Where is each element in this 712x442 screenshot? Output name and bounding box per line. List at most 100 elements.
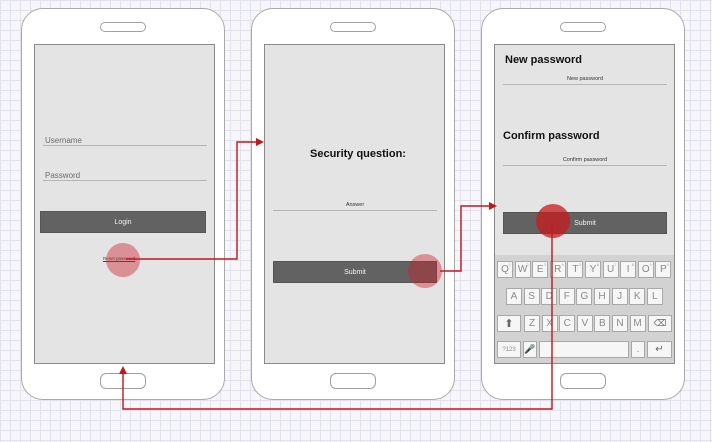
enter-arrow-icon: ↵ [655,344,664,355]
shift-arrow-icon: ⬆ [504,318,514,330]
key-a[interactable]: A [506,288,522,305]
key-sublabel: 9 [649,262,652,267]
home-button[interactable] [330,373,376,389]
key-label: M [633,318,642,329]
home-button[interactable] [100,373,146,389]
key-j[interactable]: J [611,288,628,305]
key-label: K [633,291,641,302]
key-label: N [616,318,624,329]
key-sublabel: 0 [667,262,670,267]
key-label: Z [528,318,536,329]
phone-new-password: New password New password Confirm passwo… [481,8,685,400]
username-label: Username [45,136,82,145]
key-sublabel: 1 [508,262,511,267]
key-label: U [606,264,615,275]
period-label: . [636,344,640,355]
key-label: D [545,291,553,302]
reset-password-link[interactable]: Reset password [103,256,136,261]
security-question-heading: Security question: [310,148,406,160]
key-label: G [580,291,589,302]
phone-login: Username Password Login Reset password [21,8,225,400]
key-label: S [528,291,535,302]
enter-key[interactable]: ↵ [647,341,672,358]
key-label: X [546,318,553,329]
key-z[interactable]: Z [524,315,540,332]
key-f[interactable]: F [558,288,575,305]
key-b[interactable]: B [594,315,611,332]
key-label: T [572,264,579,275]
phone-speaker [560,22,606,32]
shift-key[interactable]: ⬆ [497,315,521,332]
new-password-screen: New password New password Confirm passwo… [494,44,675,364]
confirm-password-heading: Confirm password [503,130,600,142]
key-c[interactable]: C [559,315,576,332]
key-sublabel: 5 [579,262,582,267]
key-sublabel: 4 [561,262,564,267]
submit-button[interactable]: Submit [503,212,667,234]
symbols-key[interactable]: ?123 [497,341,521,358]
key-label: J [617,291,623,302]
phone-security-question: Security question: Answer Submit [251,8,455,400]
key-n[interactable]: N [612,315,628,332]
space-key[interactable] [539,341,629,358]
key-x[interactable]: X [541,315,558,332]
key-sublabel: 2 [526,262,529,267]
key-label: A [510,291,518,302]
phone-speaker [100,22,146,32]
username-field[interactable] [43,145,207,146]
confirm-password-field-label: Confirm password [562,157,608,163]
key-h[interactable]: H [594,288,610,305]
home-button[interactable] [560,373,606,389]
answer-label: Answer [345,202,365,208]
key-sublabel: 7 [614,262,617,267]
key-label: E [536,264,544,275]
key-l[interactable]: L [646,288,663,305]
key-label: H [598,291,606,302]
phone-speaker [330,22,376,32]
key-label: V [581,318,589,329]
key-k[interactable]: K [629,288,646,305]
key-label: Q [501,264,509,275]
hotspot-security-submit [408,254,442,288]
key-sublabel: 3 [543,262,547,267]
key-label: Y [589,264,597,275]
key-label: F [563,291,570,302]
key-s[interactable]: S [523,288,540,305]
symbols-label: ?123 [502,346,516,353]
login-screen: Username Password Login Reset password [34,44,215,364]
hotspot-reset-password [106,243,140,277]
new-password-field-label: New password [566,76,604,82]
answer-field[interactable] [273,210,437,211]
confirm-password-field[interactable] [503,165,667,166]
login-button[interactable]: Login [40,211,206,233]
hotspot-new-password-submit [536,204,570,238]
key-g[interactable]: G [576,288,593,305]
backspace-icon: ⌫ [653,318,667,328]
key-sublabel: 8 [631,262,635,267]
key-label: B [599,318,606,329]
key-label: C [563,318,571,329]
new-password-heading: New password [505,54,583,66]
password-label: Password [45,171,81,180]
period-key[interactable]: . [631,341,645,358]
backspace-key[interactable]: ⌫ [648,315,672,332]
key-v[interactable]: V [576,315,593,332]
mic-key[interactable]: 🎤 [523,341,537,358]
password-field[interactable] [43,180,207,181]
key-d[interactable]: D [541,288,558,305]
key-m[interactable]: M [629,315,646,332]
key-label: L [652,291,658,302]
security-screen: Security question: Answer Submit [264,44,445,364]
new-password-field[interactable] [503,84,667,85]
